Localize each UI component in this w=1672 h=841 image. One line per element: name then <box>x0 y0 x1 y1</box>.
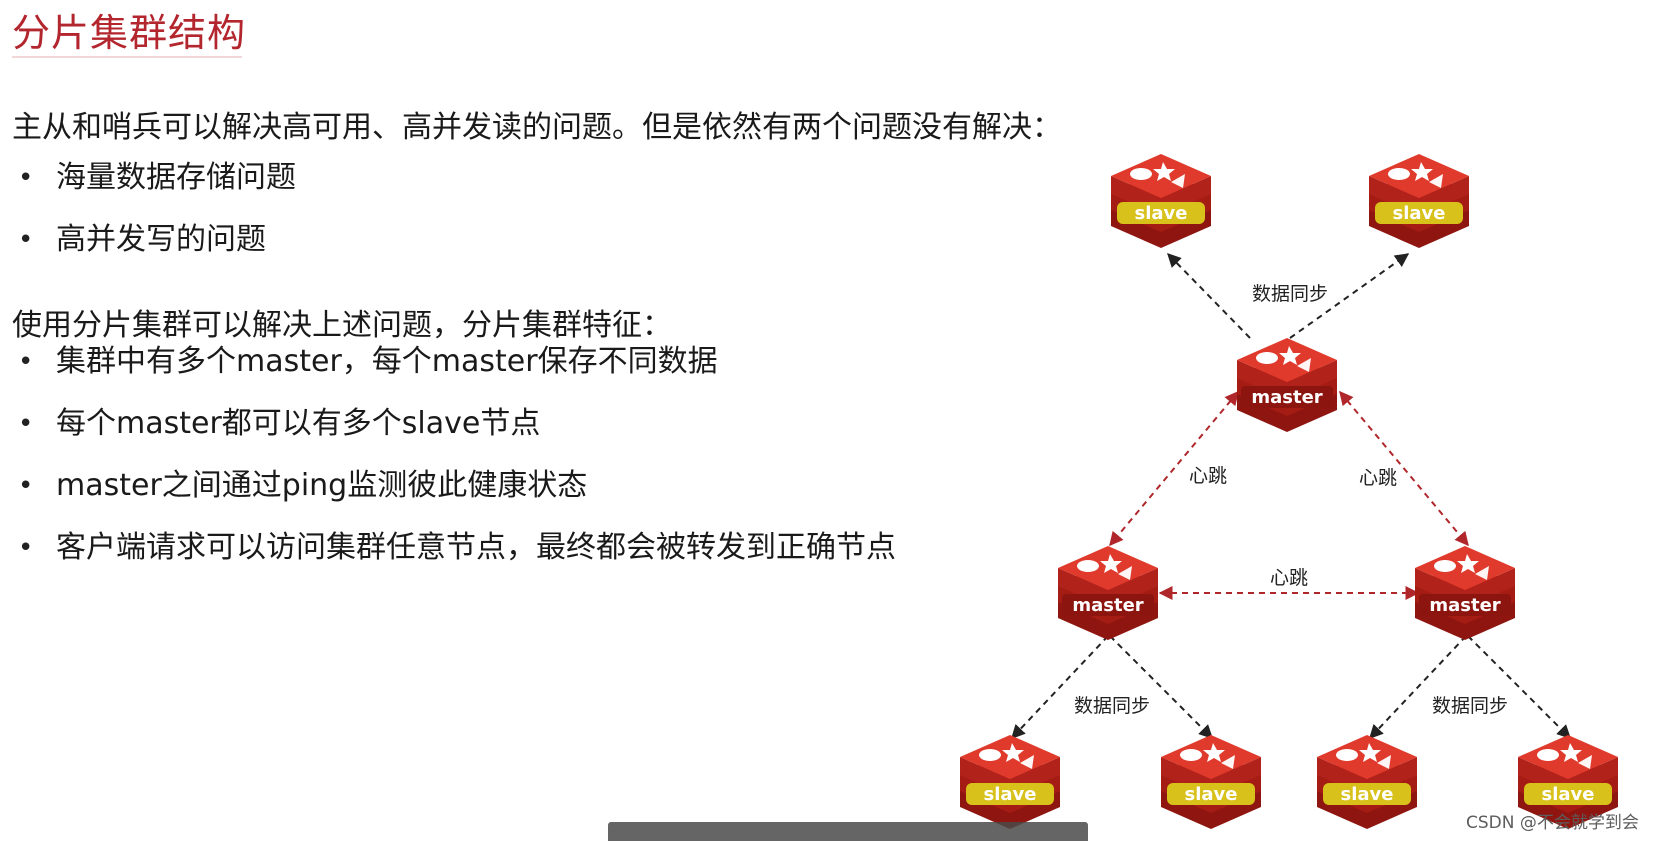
list-item: • 高并发写的问题 <box>12 220 296 282</box>
sync-edges <box>1011 252 1571 740</box>
feature-text: 集群中有多个master，每个master保存不同数据 <box>56 344 718 379</box>
node-label: slave <box>1185 784 1238 805</box>
title-underline <box>12 56 242 58</box>
problem-list: • 海量数据存储问题 • 高并发写的问题 <box>12 158 296 282</box>
sync-edge <box>1167 252 1251 339</box>
node-label: master <box>1072 595 1143 616</box>
subtitle-overlay <box>608 822 1088 841</box>
slave-node: slave <box>1317 735 1417 829</box>
bullet-icon: • <box>18 533 34 563</box>
node-label: master <box>1251 387 1322 408</box>
slave-node: slave <box>1369 154 1469 248</box>
sync-label: 数据同步 <box>1252 283 1328 305</box>
slave-node: slave <box>1161 735 1261 829</box>
heartbeat-label: 心跳 <box>1270 567 1308 589</box>
features-heading: 使用分片集群可以解决上述问题，分片集群特征： <box>12 308 672 343</box>
sync-edge <box>1289 253 1410 339</box>
list-item: • 每个master都可以有多个slave节点 <box>12 404 896 466</box>
bullet-icon: • <box>18 471 34 501</box>
list-item: • master之间通过ping监测彼此健康状态 <box>12 466 896 528</box>
bullet-icon: • <box>18 163 34 193</box>
sync-edge <box>1011 635 1109 740</box>
page-title: 分片集群结构 <box>12 11 247 55</box>
sync-edge <box>1369 635 1467 740</box>
problem-text: 高并发写的问题 <box>56 222 266 257</box>
list-item: • 客户端请求可以访问集群任意节点，最终都会被转发到正确节点 <box>12 528 896 590</box>
heartbeat-edges <box>1109 390 1469 600</box>
bullet-icon: • <box>18 347 34 377</box>
sync-label: 数据同步 <box>1074 695 1150 717</box>
master-node: master <box>1058 546 1158 640</box>
heartbeat-label: 心跳 <box>1359 467 1397 489</box>
node-label: master <box>1429 595 1500 616</box>
feature-text: 客户端请求可以访问集群任意节点，最终都会被转发到正确节点 <box>56 530 896 565</box>
node-label: slave <box>984 784 1037 805</box>
feature-text: master之间通过ping监测彼此健康状态 <box>56 468 588 503</box>
feature-text: 每个master都可以有多个slave节点 <box>56 406 541 441</box>
list-item: • 海量数据存储问题 <box>12 158 296 220</box>
watermark: CSDN @不会就学到会 <box>1466 813 1639 833</box>
bullet-icon: • <box>18 225 34 255</box>
feature-list: • 集群中有多个master，每个master保存不同数据 • 每个master都可… <box>12 342 896 590</box>
sync-edge <box>1109 635 1213 739</box>
master-node: master <box>1237 338 1337 432</box>
node-label: slave <box>1393 203 1446 224</box>
node-label: slave <box>1341 784 1394 805</box>
bullet-icon: • <box>18 409 34 439</box>
node-label: slave <box>1135 203 1188 224</box>
node-label: slave <box>1542 784 1595 805</box>
heartbeat-edge <box>1339 390 1469 547</box>
sync-label: 数据同步 <box>1432 695 1508 717</box>
slave-node: slave <box>1111 154 1211 248</box>
master-node: master <box>1415 546 1515 640</box>
slave-node: slave <box>960 735 1060 829</box>
heartbeat-edge <box>1109 390 1239 547</box>
heartbeat-label: 心跳 <box>1189 465 1227 487</box>
intro-text: 主从和哨兵可以解决高可用、高并发读的问题。但是依然有两个问题没有解决： <box>12 110 1062 145</box>
problem-text: 海量数据存储问题 <box>56 160 296 195</box>
sync-edge <box>1467 635 1571 739</box>
slave-node: slave <box>1518 735 1618 829</box>
list-item: • 集群中有多个master，每个master保存不同数据 <box>12 342 896 404</box>
